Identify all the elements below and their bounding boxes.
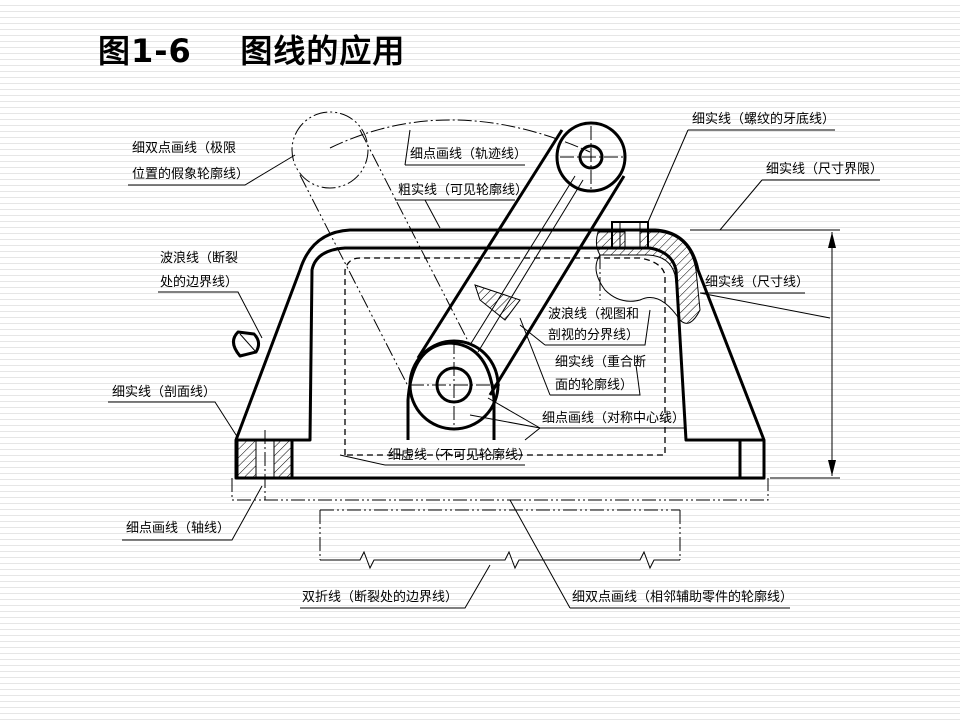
left-hole-section-hatch-b [273, 440, 293, 478]
left-hole-section-hatch-a [237, 440, 257, 478]
label-extension-line: 细实线（尺寸界限） [766, 162, 883, 177]
broken-piece [232, 330, 261, 358]
label-dimension-line: 细实线（尺寸线） [705, 275, 809, 290]
wavy-boundary [595, 254, 681, 321]
phantom-extreme-circle [291, 111, 369, 189]
label-thick-visible: 粗实线（可见轮廓线） [398, 182, 528, 198]
label-wavy-view-1: 波浪线（视图和 [548, 307, 639, 322]
hidden-outline [344, 257, 666, 456]
label-hidden: 细虚线（不可见轮廓线） [388, 447, 531, 463]
label-wavy-break-2: 处的边界线） [160, 274, 238, 290]
label-center-track: 细点画线（轨迹线） [410, 147, 527, 162]
phantom-extreme-arm [299, 129, 471, 391]
label-center-symmetry: 细点画线（对称中心线） [542, 411, 685, 426]
top-right-section-hatch [595, 231, 701, 324]
label-section-outline-2: 面的轮廓线） [555, 377, 633, 393]
label-section-outline-1: 细实线（重合断 [555, 354, 646, 370]
label-hatch: 细实线（剖面线） [112, 385, 216, 400]
track-arc [329, 119, 591, 153]
leader-lines [108, 129, 880, 609]
label-phantom-extreme-1: 细双点画线（极限 [132, 141, 236, 156]
label-phantom-extreme-2: 位置的假象轮廓线） [132, 166, 249, 182]
page-title: 图1-6 图线的应用 [98, 32, 406, 70]
label-thread-root: 细实线（螺纹的牙底线） [692, 111, 835, 127]
label-axis: 细点画线（轴线） [126, 521, 230, 536]
phantom-lower-part [319, 509, 681, 560]
label-phantom-adjacent: 细双点画线（相邻辅助零件的轮廓线） [572, 589, 793, 605]
label-wavy-break-1: 波浪线（断裂 [160, 251, 238, 266]
threaded-hole [611, 221, 649, 249]
label-wavy-view-2: 剖视的分界线） [548, 327, 639, 343]
label-break-line: 双折线（断裂处的边界线） [302, 589, 458, 605]
break-line [320, 550, 680, 570]
phantom-adjacent-part [231, 478, 769, 501]
